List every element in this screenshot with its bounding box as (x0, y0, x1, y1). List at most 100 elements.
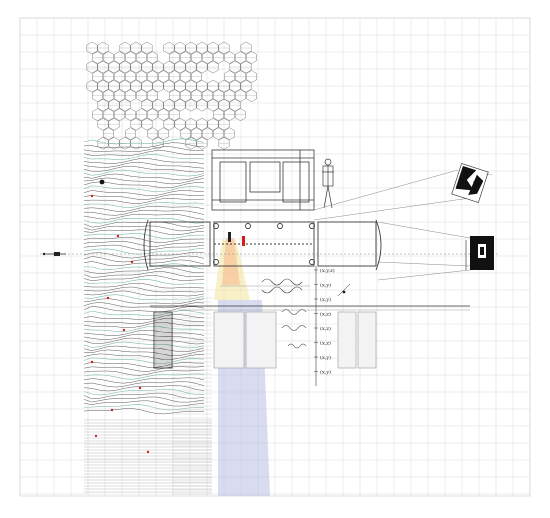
lattice-cell (196, 98, 208, 112)
lattice-cell (147, 51, 158, 64)
lattice-cell (163, 41, 175, 55)
lattice-cell (163, 79, 175, 93)
lattice-cell (246, 70, 257, 83)
lattice-cell (191, 89, 202, 102)
contour-line (83, 381, 205, 388)
lattice-cell (169, 51, 180, 64)
contour-line (83, 251, 205, 259)
lattice-cell (136, 108, 147, 121)
lattice-cell (169, 108, 180, 121)
lattice-cell (246, 89, 257, 102)
plan-marker-black (228, 232, 231, 242)
lattice-cell (125, 70, 136, 83)
panel-1 (213, 311, 245, 369)
lattice-cell (180, 51, 191, 64)
lattice-cell (86, 79, 98, 93)
lattice-cell (207, 41, 219, 55)
lattice-cell (202, 89, 213, 102)
lattice-cell (158, 108, 169, 121)
contour-line (83, 233, 204, 239)
red-point (90, 360, 94, 364)
lattice-cell (196, 60, 208, 74)
lattice-cell (218, 41, 230, 55)
contour-line (83, 302, 205, 309)
light-beam-orange (222, 238, 240, 285)
lattice-cell (136, 89, 147, 102)
contour-line (83, 201, 205, 208)
lattice-cell (141, 98, 153, 112)
lattice-cell (125, 108, 136, 121)
contour-line (83, 278, 205, 285)
contour-line (83, 165, 205, 173)
contour-line (83, 282, 205, 289)
lattice-cell (169, 70, 180, 83)
wave-diagrams (220, 278, 310, 349)
lattice-cell (191, 51, 202, 64)
lattice-cell (152, 60, 164, 74)
red-point (116, 234, 120, 238)
lattice-cell (224, 89, 235, 102)
lattice-cell (185, 60, 197, 74)
contour-line (83, 366, 205, 372)
lattice-cell (202, 127, 213, 141)
lattice-cell (202, 51, 213, 64)
lattice-cell (141, 117, 153, 131)
lattice-cell (147, 108, 158, 121)
lattice-cell (125, 89, 136, 102)
lattice-cell (185, 41, 197, 55)
dark-panel-hatching (155, 313, 171, 367)
lattice-cell (108, 60, 120, 74)
lattice-cell (235, 108, 246, 121)
contour-line (83, 353, 204, 360)
lattice-cell (86, 60, 98, 74)
lattice-cell (97, 41, 109, 55)
contour-line (83, 357, 205, 364)
lattice-cell (130, 117, 142, 131)
lattice-cell (213, 51, 224, 64)
lattice-cell (97, 98, 109, 112)
lattice-cell (114, 108, 125, 121)
contour-line (83, 206, 205, 212)
lattice-cell (108, 98, 120, 112)
lattice-cell (224, 108, 235, 121)
lattice-cell (213, 127, 224, 141)
perspective-lines (40, 169, 500, 281)
hexagon-lattice (86, 41, 257, 150)
equation-label: (x,y) (320, 282, 331, 289)
contour-line (83, 255, 205, 263)
lattice-cell (103, 70, 114, 83)
lattice-cell (130, 60, 142, 74)
lattice-cell (185, 79, 197, 93)
lattice-cell (180, 89, 191, 102)
elevation-panel-right (282, 161, 310, 203)
lattice-cell (180, 70, 191, 83)
lattice-cell (185, 98, 197, 112)
panel-4 (357, 311, 377, 369)
lattice-cell (147, 89, 158, 102)
lattice-cell (224, 127, 235, 141)
contour-line (83, 154, 205, 160)
elevation-panel-left (219, 161, 247, 203)
lattice-cell (108, 79, 120, 93)
contour-line (83, 229, 205, 236)
entry-arrow (42, 252, 66, 256)
contour-line (83, 318, 204, 324)
contour-line (83, 190, 205, 196)
equation-label: (x,y) (320, 369, 331, 376)
equation-label: (x,y,z) (320, 267, 335, 274)
equation-column: (x,y,z)(x,y)(x,y)(x,z)(x,z)(x,z)(x,y)(x,… (314, 266, 335, 386)
dot-leader (337, 283, 351, 297)
lattice-cell (92, 108, 103, 121)
lattice-cell (207, 117, 219, 131)
contour-line (83, 388, 205, 396)
contour-line (83, 146, 205, 152)
contour-line (83, 267, 205, 274)
equation-label: (x,z) (320, 340, 331, 347)
equation-label: (x,y) (320, 296, 331, 303)
plan-marker-red (242, 236, 245, 246)
lattice-cell (240, 60, 252, 74)
equation-label: (x,z) (320, 311, 331, 318)
lattice-cell (246, 51, 257, 64)
wave-4 (281, 325, 307, 331)
